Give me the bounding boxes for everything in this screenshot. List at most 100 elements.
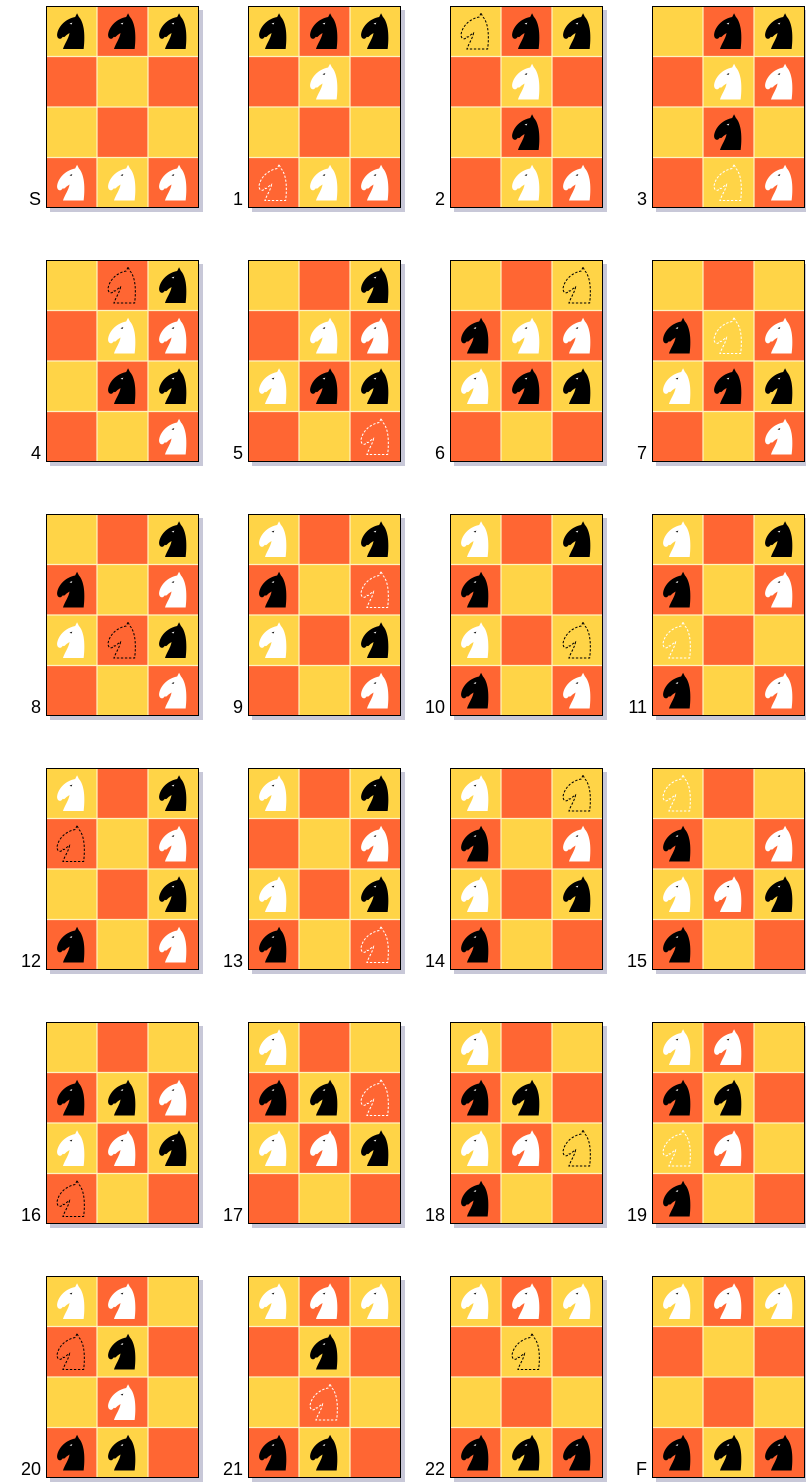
dark-square	[350, 1428, 401, 1479]
light-square	[46, 514, 97, 565]
light-square	[148, 107, 199, 158]
light-square	[350, 107, 401, 158]
light-square	[97, 412, 148, 463]
light-square	[501, 412, 552, 463]
dark-square	[350, 1327, 401, 1378]
board-20	[46, 1276, 199, 1478]
dark-square	[703, 768, 754, 819]
board-22	[450, 1276, 603, 1478]
light-square	[754, 107, 805, 158]
dark-square	[97, 1022, 148, 1073]
dark-square	[299, 514, 350, 565]
dark-square	[652, 57, 703, 108]
light-square	[703, 1174, 754, 1225]
light-square	[703, 1327, 754, 1378]
dark-square	[703, 514, 754, 565]
dark-square	[248, 666, 299, 717]
light-square	[97, 565, 148, 616]
light-square	[248, 107, 299, 158]
light-square	[703, 565, 754, 616]
light-square	[552, 1377, 603, 1428]
light-square	[703, 412, 754, 463]
dark-square	[754, 920, 805, 971]
dark-square	[97, 107, 148, 158]
board-label: 19	[627, 1206, 647, 1224]
dark-square	[754, 1073, 805, 1124]
board-16	[46, 1022, 199, 1224]
dark-square	[97, 869, 148, 920]
light-square	[501, 666, 552, 717]
dark-square	[552, 1174, 603, 1225]
dark-square	[552, 1327, 603, 1378]
board-label: 6	[435, 444, 445, 462]
light-square	[148, 1276, 199, 1327]
board-label: 20	[21, 1460, 41, 1478]
board-label: S	[29, 190, 41, 208]
board-3	[652, 6, 805, 208]
dark-square	[46, 57, 97, 108]
dark-square	[501, 1022, 552, 1073]
light-square	[754, 1377, 805, 1428]
light-square	[350, 1022, 401, 1073]
board-label: 21	[223, 1460, 243, 1478]
light-square	[46, 1022, 97, 1073]
dark-square	[299, 768, 350, 819]
board-15	[652, 768, 805, 970]
dark-square	[299, 107, 350, 158]
board-4	[46, 260, 199, 462]
light-square	[501, 920, 552, 971]
dark-square	[248, 1174, 299, 1225]
light-square	[652, 107, 703, 158]
board-label: 16	[21, 1206, 41, 1224]
board-label: 8	[31, 698, 41, 716]
board-label: 11	[628, 698, 647, 716]
board-label: 12	[21, 952, 41, 970]
dark-square	[148, 1174, 199, 1225]
board-6	[450, 260, 603, 462]
light-square	[299, 565, 350, 616]
light-square	[350, 1377, 401, 1428]
light-square	[652, 1377, 703, 1428]
dark-square	[501, 260, 552, 311]
dark-square	[501, 768, 552, 819]
light-square	[552, 107, 603, 158]
light-square	[46, 1377, 97, 1428]
dark-square	[552, 565, 603, 616]
light-square	[299, 412, 350, 463]
light-square	[450, 260, 501, 311]
dark-square	[46, 412, 97, 463]
board-label: 10	[425, 698, 445, 716]
light-square	[299, 666, 350, 717]
board-13	[248, 768, 401, 970]
light-square	[501, 565, 552, 616]
board-label: 22	[425, 1460, 445, 1478]
board-12	[46, 768, 199, 970]
board-10	[450, 514, 603, 716]
dark-square	[552, 1073, 603, 1124]
light-square	[754, 615, 805, 666]
dark-square	[652, 158, 703, 209]
light-square	[46, 260, 97, 311]
light-square	[450, 1377, 501, 1428]
board-label: 4	[31, 444, 41, 462]
dark-square	[652, 1327, 703, 1378]
light-square	[450, 107, 501, 158]
light-square	[248, 260, 299, 311]
light-square	[148, 1377, 199, 1428]
light-square	[754, 260, 805, 311]
board-label: 7	[637, 444, 647, 462]
light-square	[148, 1022, 199, 1073]
dark-square	[299, 869, 350, 920]
light-square	[46, 107, 97, 158]
light-square	[501, 819, 552, 870]
board-label: 13	[223, 952, 243, 970]
light-square	[97, 57, 148, 108]
dark-square	[652, 412, 703, 463]
dark-square	[703, 615, 754, 666]
board-label: 18	[425, 1206, 445, 1224]
dark-square	[46, 666, 97, 717]
board-label: 9	[233, 698, 243, 716]
board-label: 2	[435, 190, 445, 208]
board-S	[46, 6, 199, 208]
